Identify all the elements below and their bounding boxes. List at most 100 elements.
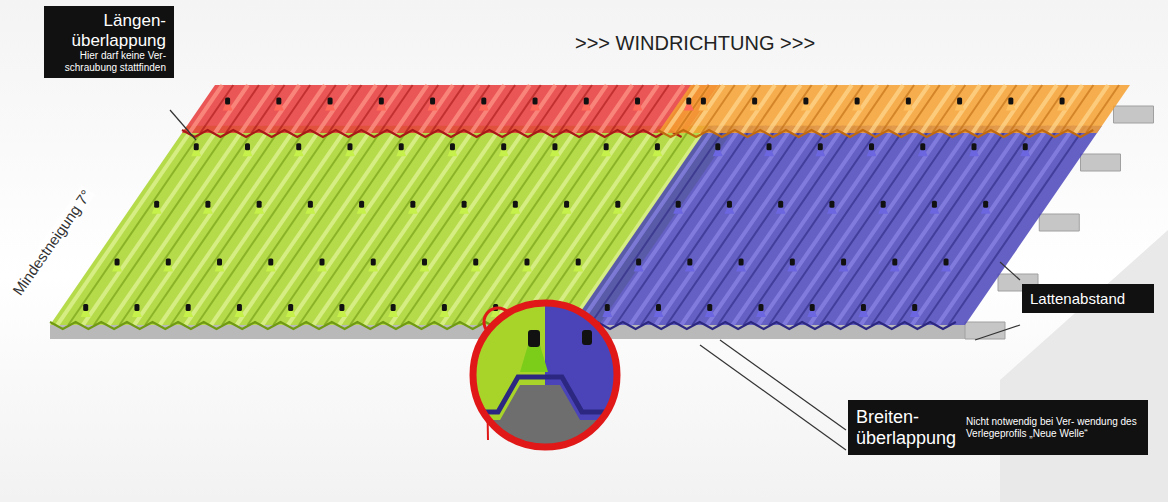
screw-head [869, 143, 874, 150]
screw-washer [242, 149, 252, 156]
screw-washer [852, 104, 862, 111]
screw-washer [890, 264, 900, 271]
screw-washer [388, 310, 398, 317]
screw-washer [439, 310, 449, 317]
screw-head [790, 258, 795, 265]
screw-washer [764, 149, 774, 156]
corrugation-valley [932, 85, 965, 133]
screw-washer [705, 310, 715, 317]
corrugation-ridge [262, 126, 399, 325]
screw-washer [266, 264, 276, 271]
screw-head [676, 201, 681, 208]
screw-washer [522, 264, 532, 271]
background-shade [1000, 230, 1168, 502]
screw-washer [215, 264, 225, 271]
screw-washer [1006, 104, 1016, 111]
screw-washer [183, 310, 193, 317]
screw-head [758, 304, 763, 311]
batten [1114, 106, 1154, 123]
screw-head [391, 304, 396, 311]
screw-washer [368, 264, 378, 271]
screw-washer [345, 149, 355, 156]
screw-head [134, 304, 139, 311]
screw-head [983, 201, 988, 208]
corrugation-valley [376, 126, 513, 325]
leader-line [975, 325, 1020, 340]
corrugation-valley [590, 126, 727, 325]
corrugation-valley [984, 85, 1017, 133]
corrugation-valley [727, 85, 760, 133]
corrugation-valley [872, 126, 1009, 325]
screw-washer [408, 207, 418, 214]
magnifier-ring [473, 303, 617, 447]
corrugation-valley [299, 126, 436, 325]
corrugation-valley [508, 85, 541, 133]
screw-washer [396, 149, 406, 156]
screw-head [803, 98, 808, 105]
screw-head [371, 258, 376, 265]
roof-sheets [50, 85, 1130, 329]
screw-washer [479, 104, 489, 111]
screw-washer [684, 104, 694, 111]
screw-head [636, 258, 641, 265]
corrugation-valley [559, 85, 592, 133]
corrugation-ridge [733, 126, 870, 325]
zoom-screw [528, 330, 540, 347]
corrugation-valley [427, 126, 564, 325]
corrugation-valley [171, 126, 308, 325]
callout-title: Breiten- überlappung [856, 407, 956, 448]
corrugation-ridge [467, 126, 604, 325]
corrugation-ridge [390, 126, 527, 325]
screw-head [225, 98, 230, 105]
wind-direction-label: >>> WINDRICHTUNG >>> [575, 32, 815, 55]
corrugation-valley [303, 85, 336, 133]
screw-head [715, 143, 720, 150]
screw-head [154, 201, 159, 208]
screw-head [892, 258, 897, 265]
screw-head [430, 98, 435, 105]
corrugation-ridge [237, 126, 374, 325]
screw-head [320, 258, 325, 265]
corrugation-ridge [314, 126, 451, 325]
screw-head [257, 201, 262, 208]
screw-washer [1020, 149, 1030, 156]
screw-head [635, 98, 640, 105]
corrugation-ridge [83, 126, 220, 325]
screw-head [1060, 98, 1065, 105]
screw-head [576, 258, 581, 265]
corrugation-ridge [416, 126, 553, 325]
screw-head [379, 98, 384, 105]
screw-head [1008, 98, 1013, 105]
screw-head [778, 201, 783, 208]
batten [1039, 214, 1079, 231]
screw-head [328, 98, 333, 105]
screw-washer [602, 310, 612, 317]
screw-washer [929, 207, 939, 214]
corrugation-ridge [758, 126, 895, 325]
screw-washer [152, 207, 162, 214]
screw-washer [530, 104, 540, 111]
screw-washer [510, 207, 520, 214]
corrugation-valley [881, 85, 914, 133]
screw-head [115, 258, 120, 265]
screw-head [932, 201, 937, 208]
screw-washer [878, 207, 888, 214]
screw-washer [981, 207, 991, 214]
callout-note: Nicht notwendig bei Ver- wendung des Ver… [966, 416, 1140, 439]
screw-head [701, 98, 706, 105]
roof-sheet [658, 85, 1130, 133]
screw-head [767, 143, 772, 150]
screw-head [829, 201, 834, 208]
corrugation-ridge [57, 126, 194, 325]
screw-head [944, 258, 949, 265]
screw-washer [191, 149, 201, 156]
screw-washer [698, 104, 708, 111]
corrugation-valley [769, 126, 906, 325]
corrugation-valley [718, 126, 855, 325]
screw-washer [903, 104, 913, 111]
corrugation-valley [692, 126, 829, 325]
screw-washer [807, 310, 817, 317]
screw-washer [918, 149, 928, 156]
screw-head [83, 304, 88, 311]
screw-washer [459, 207, 469, 214]
